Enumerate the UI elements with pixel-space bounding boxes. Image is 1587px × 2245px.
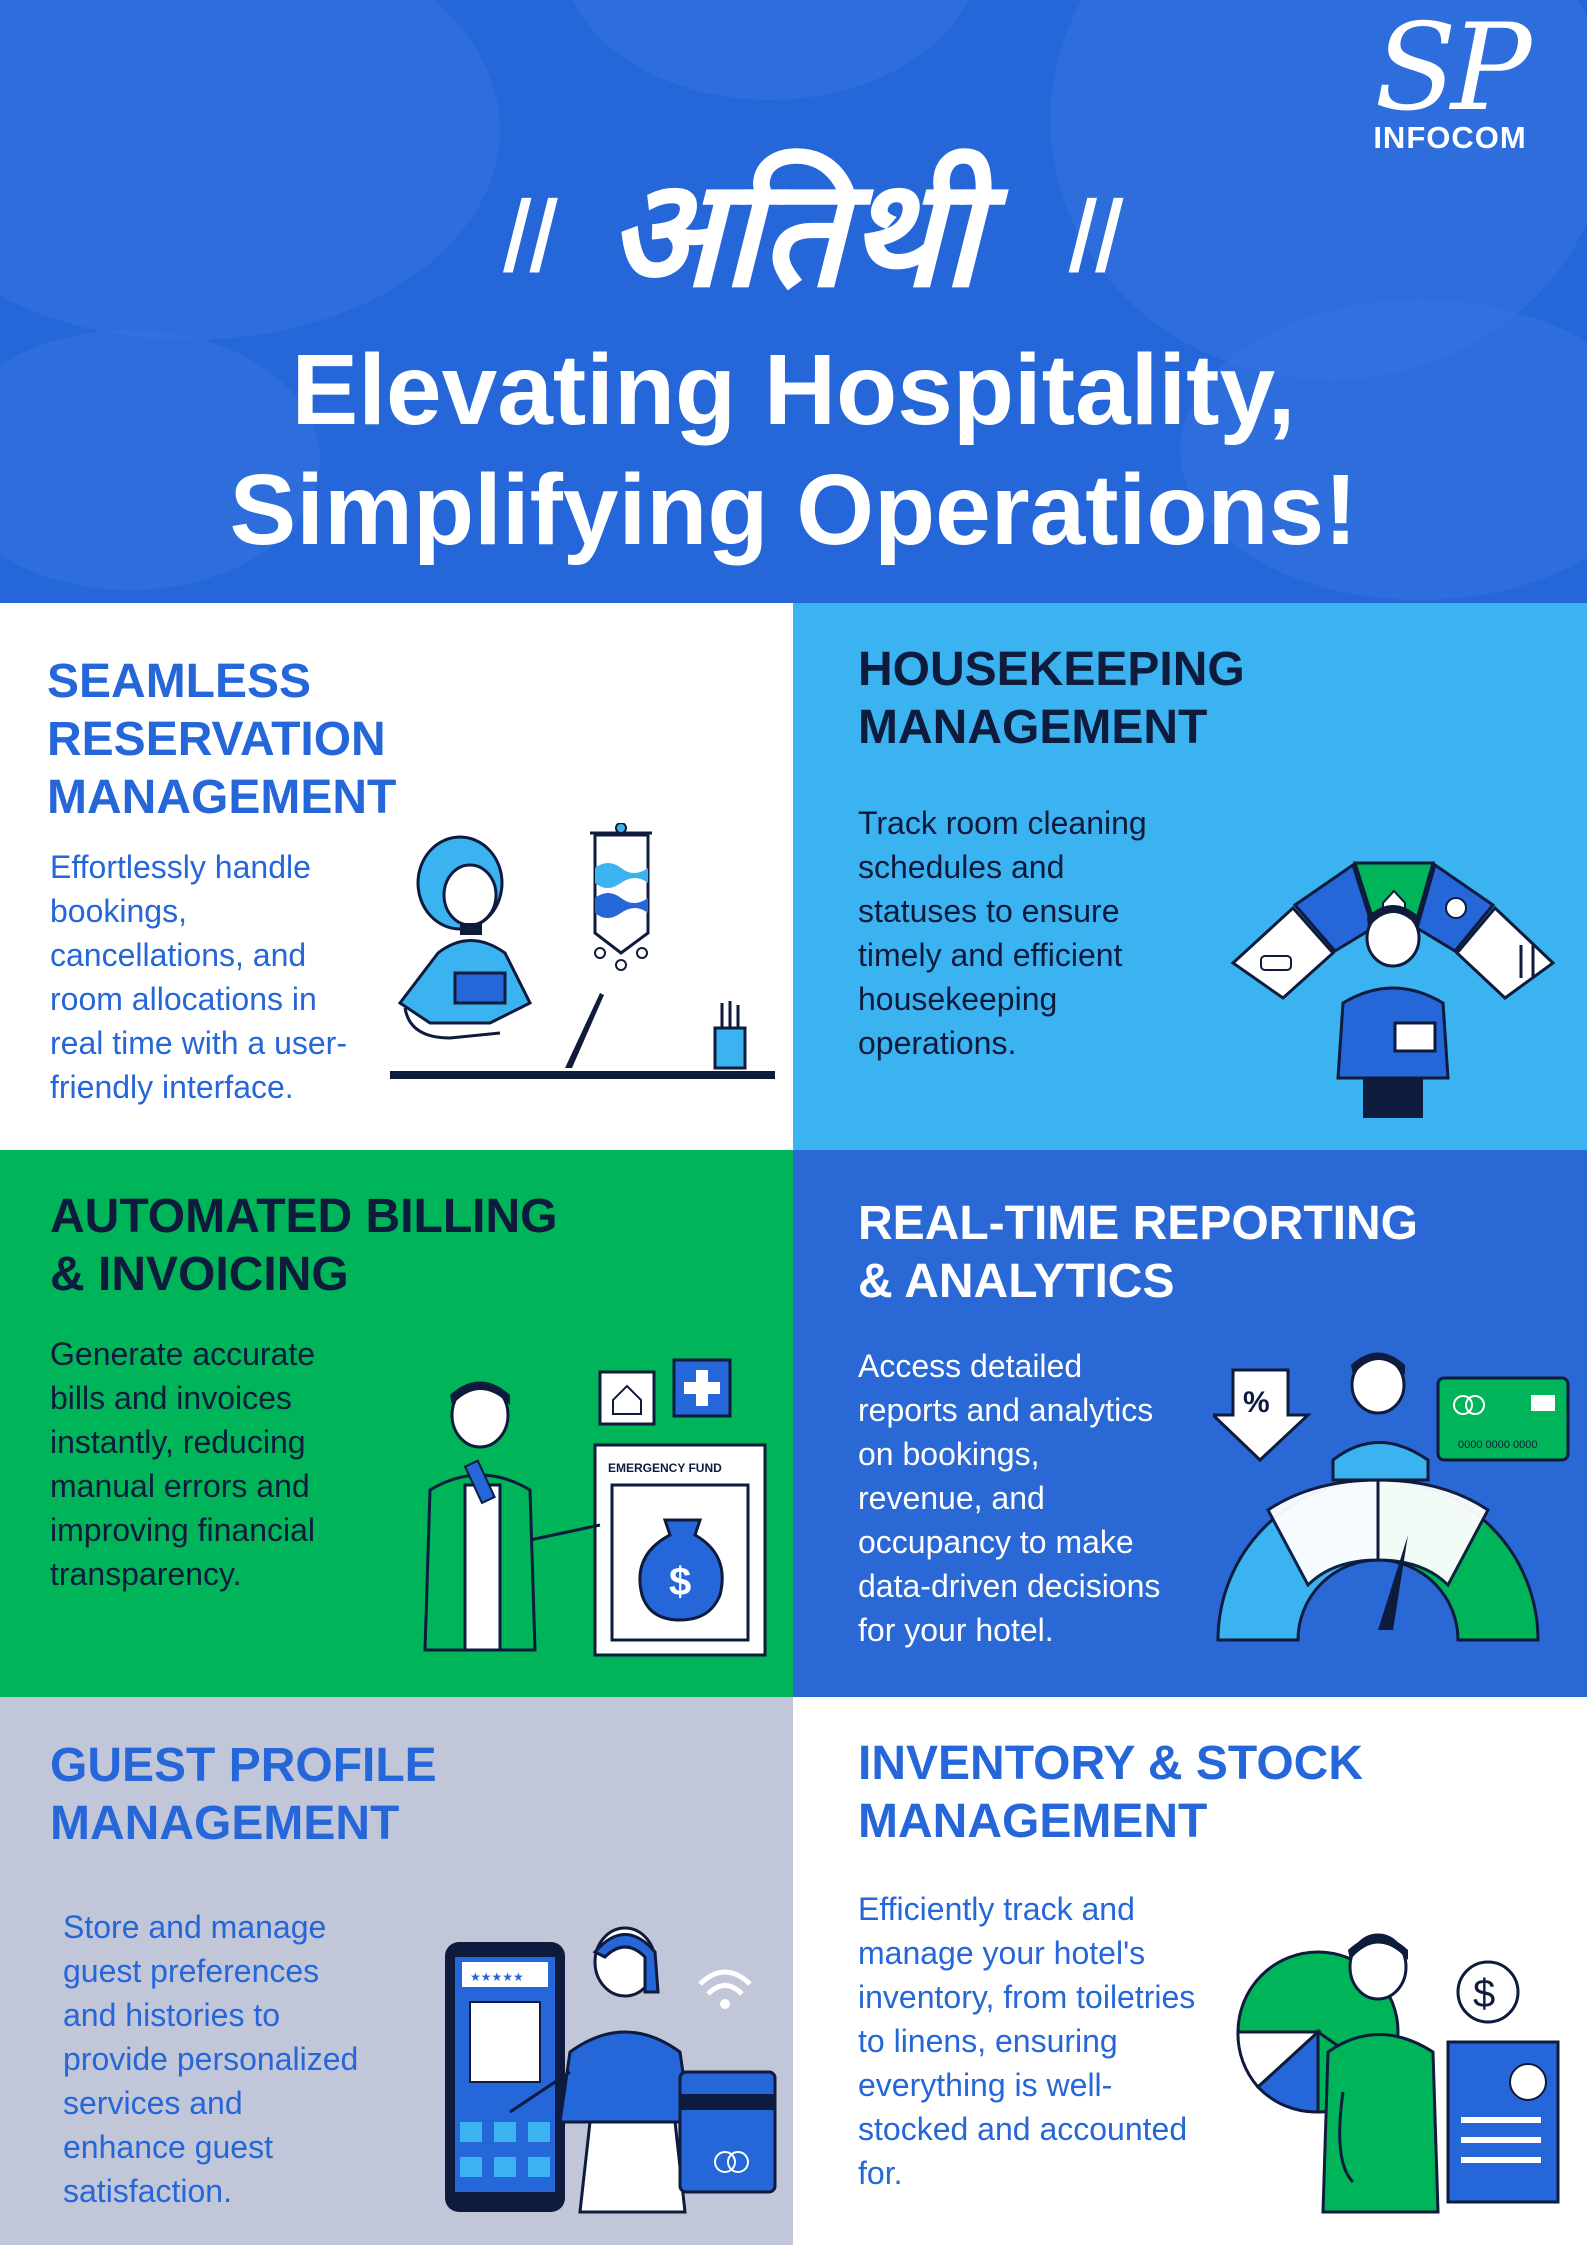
brand-title: ॥ अतिथी ॥ xyxy=(0,125,1587,329)
billing-illustration: EMERGENCY FUND $ xyxy=(423,1358,767,1657)
background-blob xyxy=(0,330,320,590)
panel-title: AUTOMATED BILLING & INVOICING xyxy=(50,1190,558,1301)
brand-left-mark: ॥ xyxy=(479,162,552,302)
panel-inventory: INVENTORY & STOCK MANAGEMENT Efficiently… xyxy=(793,1697,1587,2245)
page-headline: Elevating Hospitality, Simplifying Opera… xyxy=(0,330,1587,570)
panel-description: Generate accurate bills and invoices ins… xyxy=(50,1336,316,1592)
headline-line-2: Simplifying Operations! xyxy=(229,454,1358,566)
panel-housekeeping: HOUSEKEEPING MANAGEMENT Track room clean… xyxy=(793,603,1587,1150)
panel-description: Track room cleaning schedules and status… xyxy=(858,805,1147,1061)
sp-infocom-logo: SP INFOCOM xyxy=(1330,0,1570,164)
panel-title: INVENTORY & STOCK MANAGEMENT xyxy=(858,1737,1363,1848)
inventory-illustration: $ xyxy=(1236,1933,1560,2214)
logo-text: INFOCOM xyxy=(1373,120,1527,155)
background-blob xyxy=(1180,300,1587,600)
panel-title: HOUSEKEEPING MANAGEMENT xyxy=(858,643,1245,754)
panel-description: Store and manage guest preferences and h… xyxy=(63,1909,359,2209)
dollar-sign: $ xyxy=(669,1560,691,1604)
panel-title: SEAMLESS RESERVATION MANAGEMENT xyxy=(47,655,397,824)
header-banner: SP INFOCOM ॥ अतिथी ॥ Elevating Hospitali… xyxy=(0,0,1587,603)
reporting-illustration: % 0000 0000 0000 xyxy=(1213,1352,1570,1642)
housekeeping-illustration xyxy=(1230,861,1556,1118)
panel-billing: AUTOMATED BILLING & INVOICING Generate a… xyxy=(0,1150,793,1697)
panel-description: Access detailed reports and analytics on… xyxy=(858,1348,1161,1648)
brand-name: अतिथी xyxy=(606,145,981,321)
panel-reservation: SEAMLESS RESERVATION MANAGEMENT Effortle… xyxy=(0,603,793,1150)
card-number: 0000 0000 0000 xyxy=(1458,1439,1538,1451)
panel-description: Effortlessly handle bookings, cancellati… xyxy=(50,849,347,1105)
guest-profile-illustration: ★★★★★ xyxy=(445,1926,777,2214)
logo-mark: SP xyxy=(1374,0,1532,138)
panel-title: REAL-TIME REPORTING & ANALYTICS xyxy=(858,1197,1418,1308)
dollar-coin-sign: $ xyxy=(1473,1972,1495,2016)
emergency-fund-label: EMERGENCY FUND xyxy=(608,1461,722,1475)
panel-reporting: REAL-TIME REPORTING & ANALYTICS Access d… xyxy=(793,1150,1587,1697)
rating-stars: ★★★★★ xyxy=(470,1970,524,1984)
headline-line-1: Elevating Hospitality, xyxy=(291,334,1296,446)
brand-right-mark: ॥ xyxy=(1045,162,1117,302)
reservation-illustration xyxy=(390,823,775,1079)
panel-title: GUEST PROFILE MANAGEMENT xyxy=(50,1739,437,1850)
panel-guest-profile: GUEST PROFILE MANAGEMENT Store and manag… xyxy=(0,1697,793,2245)
background-blob xyxy=(560,0,980,100)
panel-description: Efficiently track and manage your hotel'… xyxy=(858,1891,1196,2191)
percent-sign: % xyxy=(1243,1386,1270,1419)
